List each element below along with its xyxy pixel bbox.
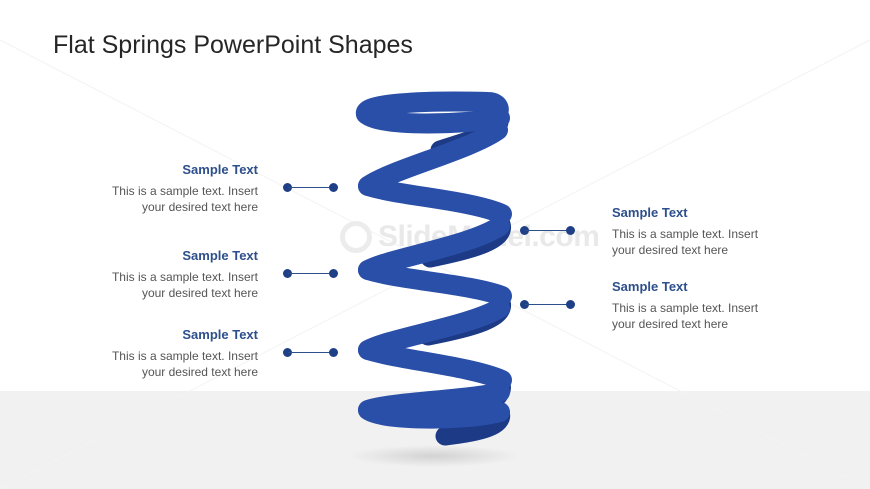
callout-body: This is a sample text. Insert your desir…: [612, 300, 832, 332]
connector-line: [288, 273, 334, 274]
connector-dot: [329, 348, 338, 357]
callout-body: This is a sample text. Insert your desir…: [38, 269, 258, 301]
spring-front-strands: [356, 91, 512, 429]
callout-body-line: your desired text here: [612, 317, 729, 331]
callout-heading: Sample Text: [612, 279, 688, 294]
callout-heading: Sample Text: [612, 205, 688, 220]
callout-body: This is a sample text. Insert your desir…: [612, 226, 832, 258]
connector-line: [525, 230, 571, 231]
callout-heading: Sample Text: [182, 162, 258, 177]
slide-title: Flat Springs PowerPoint Shapes: [53, 31, 413, 59]
callout-right-2: Sample Text This is a sample text. Inser…: [612, 279, 832, 332]
spring-shadow: [349, 445, 519, 467]
callout-heading: Sample Text: [182, 327, 258, 342]
callout-body-line: This is a sample text. Insert: [612, 227, 759, 241]
callout-body-line: your desired text here: [141, 365, 258, 379]
connector-line: [525, 304, 571, 305]
connector-dot: [329, 183, 338, 192]
connector-line: [288, 352, 334, 353]
callout-body-line: This is a sample text. Insert: [612, 301, 759, 315]
connector-dot: [520, 226, 529, 235]
callout-body-line: This is a sample text. Insert: [111, 184, 258, 198]
callout-body-line: your desired text here: [141, 200, 258, 214]
connector-dot: [283, 269, 292, 278]
callout-left-2: Sample Text This is a sample text. Inser…: [38, 248, 258, 301]
watermark-logo-icon: [340, 221, 372, 253]
callout-left-3: Sample Text This is a sample text. Inser…: [38, 327, 258, 380]
callout-heading: Sample Text: [182, 248, 258, 263]
callout-left-1: Sample Text This is a sample text. Inser…: [38, 162, 258, 215]
callout-body-line: This is a sample text. Insert: [111, 270, 258, 284]
connector-dot: [520, 300, 529, 309]
callout-body-line: This is a sample text. Insert: [111, 349, 258, 363]
callout-body: This is a sample text. Insert your desir…: [38, 348, 258, 380]
connector-dot: [283, 348, 292, 357]
callout-right-1: Sample Text This is a sample text. Inser…: [612, 205, 832, 258]
connector-line: [288, 187, 334, 188]
connector-dot: [329, 269, 338, 278]
connector-dot: [283, 183, 292, 192]
callout-body-line: your desired text here: [612, 243, 729, 257]
callout-body-line: your desired text here: [141, 286, 258, 300]
connector-dot: [566, 300, 575, 309]
connector-dot: [566, 226, 575, 235]
callout-body: This is a sample text. Insert your desir…: [38, 183, 258, 215]
